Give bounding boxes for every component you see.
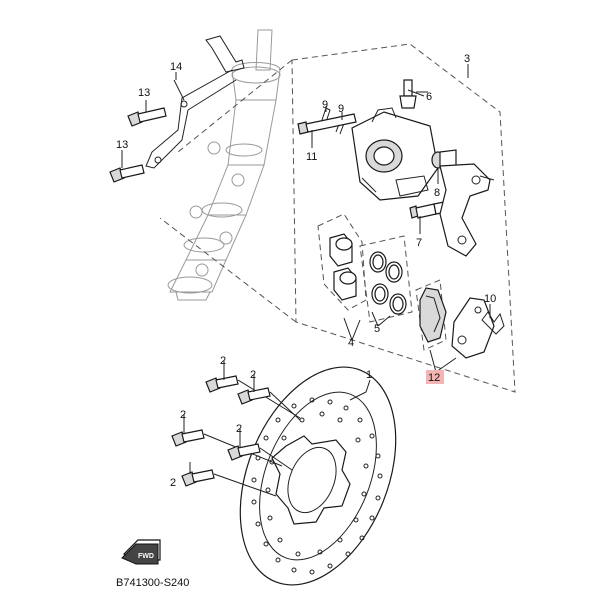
caliper-body (351, 107, 439, 201)
bolt-part-13-lower (109, 150, 145, 183)
callout-7: 7 (416, 237, 422, 249)
callout-13a: 13 (138, 87, 150, 99)
callout-13b: 13 (116, 139, 128, 151)
piston-part-4-lower (333, 267, 357, 301)
callout-2c: 2 (180, 409, 186, 421)
front-direction-marker: FWD (121, 539, 161, 565)
brake-disc-part-1 (239, 366, 397, 586)
callout-1: 1 (366, 369, 372, 381)
callout-9b: 9 (338, 103, 344, 115)
callout-10: 10 (484, 293, 496, 305)
callout-12: 12 (428, 372, 440, 384)
pin-part-11 (297, 113, 357, 135)
callout-2a: 2 (220, 355, 226, 367)
seal-part-5 (369, 251, 407, 315)
callout-4: 4 (348, 337, 354, 349)
pad-shim (451, 297, 495, 359)
pad-spring-part-10 (481, 311, 505, 335)
caliper-assembly-boundary (159, 43, 516, 393)
callout-12-highlight (426, 370, 444, 384)
disc-bolts-part-2 (171, 375, 301, 497)
leader-lines (175, 64, 491, 474)
callout-8: 8 (434, 187, 440, 199)
callouts: 1 2 2 2 2 2 3 4 5 6 7 8 9 9 10 11 12 13 … (116, 53, 496, 489)
callout-3: 3 (464, 53, 470, 65)
caliper-bracket (439, 163, 495, 257)
callout-2d: 2 (236, 423, 242, 435)
hose-clip-part-14 (145, 35, 245, 169)
callout-2e: 2 (170, 477, 176, 489)
boot-part-8 (431, 149, 457, 171)
callout-2b: 2 (250, 369, 256, 381)
callout-9: 9 (322, 99, 328, 111)
bolt-part-13-upper (127, 100, 167, 127)
callout-6: 6 (426, 91, 432, 103)
callout-5: 5 (374, 323, 380, 335)
bleed-screw-part-6 (399, 79, 428, 109)
disc-vent-holes (251, 397, 383, 575)
front-marker-label: FWD (138, 553, 154, 560)
piston-part-4-upper (329, 233, 353, 267)
brake-pad (419, 287, 447, 343)
fork-leg-ghost (167, 29, 281, 301)
callout-14: 14 (170, 61, 182, 73)
callout-11: 11 (306, 151, 317, 163)
diagram-code: B741300-S240 (116, 577, 189, 589)
